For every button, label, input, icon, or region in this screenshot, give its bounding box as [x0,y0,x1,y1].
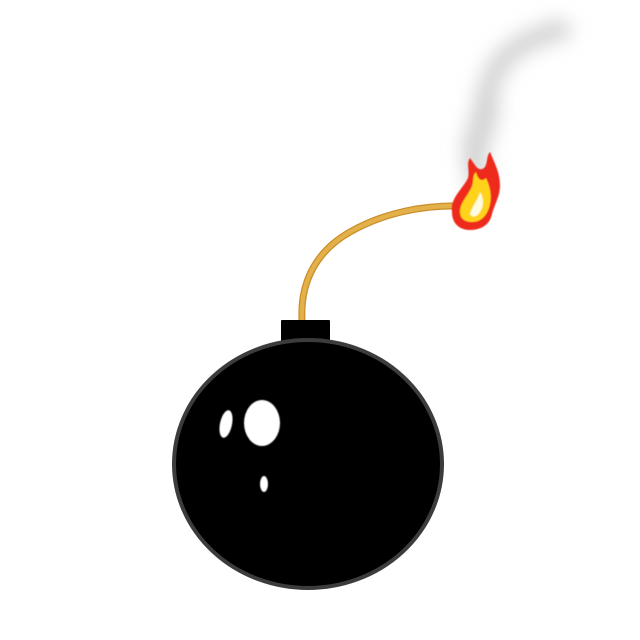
flame-core [470,192,483,217]
highlight-large [244,400,280,446]
highlight-small [219,410,233,438]
highlight-dot [260,476,268,492]
bomb-highlights [219,400,280,492]
smoke-trail [464,19,571,193]
smoke-wisp [460,91,489,167]
flame-icon [451,152,500,230]
fuse [298,202,466,324]
smoke [460,19,571,193]
fuse-rope [299,203,465,323]
bomb-body [172,338,444,590]
fuse-outline [298,202,466,324]
flame-middle [460,172,491,222]
